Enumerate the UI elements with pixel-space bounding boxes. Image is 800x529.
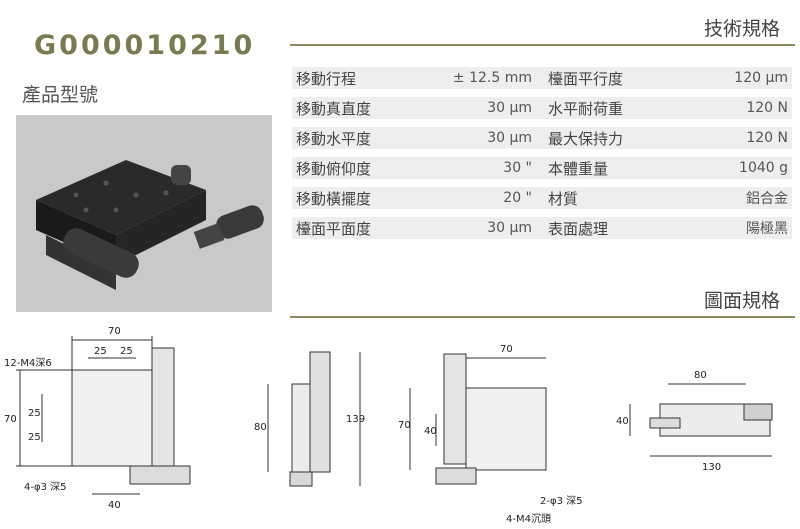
spec-row: 移動行程 ± 12.5 mm 檯面平行度 120 μm (292, 67, 792, 89)
spec-value: 120 μm (672, 67, 792, 89)
spec-value: 1040 g (672, 157, 792, 179)
spec-row: 移動橫擺度 20 " 材質 鋁合金 (292, 187, 792, 209)
dim-top-70: 70 (108, 326, 121, 337)
spec-label: 表面處理 (536, 217, 672, 239)
front-view-drawing (629, 383, 773, 457)
spec-value: 陽極黑 (672, 217, 792, 239)
spec-row: 檯面平面度 30 μm 表面處理 陽極黑 (292, 217, 792, 239)
spec-divider (290, 44, 795, 46)
spec-value: 30 μm (410, 217, 536, 239)
spec-row: 移動水平度 30 μm 最大保持力 120 N (292, 127, 792, 149)
dim-front-40: 40 (616, 416, 629, 427)
spec-label: 檯面平行度 (536, 67, 672, 89)
dim-top-25a: 25 (94, 346, 107, 357)
side-view-drawing (267, 351, 361, 487)
spec-value: ± 12.5 mm (410, 67, 536, 89)
spec-label: 檯面平面度 (292, 217, 410, 239)
dim-side-80: 80 (254, 422, 267, 433)
drawing-title: 圖面規格 (704, 290, 781, 312)
spec-value: 120 N (672, 97, 792, 119)
spec-label: 本體重量 (536, 157, 672, 179)
dim-bottom-40: 40 (424, 426, 437, 437)
spec-label: 水平耐荷重 (536, 97, 672, 119)
dim-top-25b: 25 (120, 346, 133, 357)
spec-value: 120 N (672, 127, 792, 149)
spec-value: 鋁合金 (672, 187, 792, 209)
spec-value: 20 " (410, 187, 536, 209)
model-label: 產品型號 (22, 84, 99, 106)
spec-label: 移動橫擺度 (292, 187, 410, 209)
bottom-view-drawing (409, 353, 547, 485)
spec-label: 移動行程 (292, 67, 410, 89)
note-bottom-screws: 4-M4沉頭 (506, 512, 551, 525)
product-photo (16, 115, 272, 312)
dim-bottom-70v: 70 (398, 420, 411, 431)
model-number: G000010210 (34, 30, 256, 61)
spec-row: 移動真直度 30 μm 水平耐荷重 120 N (292, 97, 792, 119)
dim-side-139: 139 (346, 414, 365, 425)
spec-value: 30 μm (410, 97, 536, 119)
spec-value: 30 μm (410, 127, 536, 149)
note-top-holes: 12-M4深6 (4, 357, 52, 369)
dim-front-80: 80 (694, 370, 707, 381)
note-top-pins: 4-φ3 深5 (24, 481, 66, 493)
spec-value: 30 " (410, 157, 536, 179)
spec-label: 最大保持力 (536, 127, 672, 149)
spec-row: 移動俯仰度 30 " 本體重量 1040 g (292, 157, 792, 179)
dim-bottom-70: 70 (500, 344, 513, 355)
technical-drawings: 70 25 25 12-M4深6 25 25 70 40 4-φ3 深5 80 … (4, 326, 773, 525)
spec-label: 移動俯仰度 (292, 157, 410, 179)
stage-illustration (36, 160, 264, 290)
drawing-divider (290, 316, 795, 318)
spec-label: 材質 (536, 187, 672, 209)
dim-top-25c: 25 (28, 408, 41, 419)
dim-top-70v: 70 (4, 414, 17, 425)
spec-label: 移動水平度 (292, 127, 410, 149)
spec-title: 技術規格 (704, 18, 781, 40)
top-view-drawing (16, 336, 191, 495)
dim-top-40: 40 (108, 500, 121, 511)
dim-front-130: 130 (702, 462, 721, 473)
dim-top-25d: 25 (28, 432, 41, 443)
note-bottom-pins: 2-φ3 深5 (540, 495, 582, 507)
spec-table: 移動行程 ± 12.5 mm 檯面平行度 120 μm 移動真直度 30 μm … (292, 59, 792, 247)
spec-label: 移動真直度 (292, 97, 410, 119)
